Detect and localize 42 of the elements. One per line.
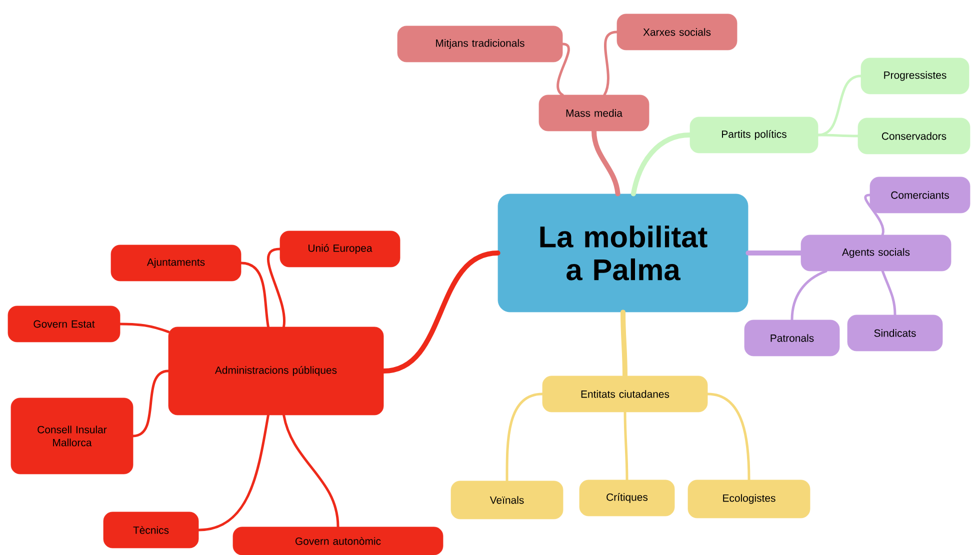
branch-line <box>620 310 628 378</box>
branch-line <box>282 414 340 528</box>
branch-line <box>603 30 618 96</box>
branch-box: Govern Estat <box>8 306 120 342</box>
branch-box: Partits polítics <box>690 116 818 154</box>
branch-box: Agents socials <box>800 234 952 272</box>
branch-line <box>790 270 828 322</box>
branch-box: Mass media <box>538 94 650 132</box>
branch-line <box>630 132 692 196</box>
branch-line <box>746 250 804 256</box>
branch-box: Patronals <box>744 320 840 356</box>
branch-box: Mitjans tradicionals <box>397 26 563 62</box>
branch-line <box>118 322 170 334</box>
branch-box: Consell Insular Mallorca <box>10 398 134 474</box>
branch-line <box>864 194 884 236</box>
topic-box: La mobilitat a Palma <box>498 194 748 312</box>
branch-line <box>197 414 270 532</box>
branch-line <box>624 410 628 482</box>
branch-box: Crítiques <box>579 480 675 516</box>
branch-box: Conservadors <box>858 118 970 154</box>
branch-line <box>132 370 170 438</box>
branch-line <box>381 250 500 374</box>
branch-line <box>240 262 270 328</box>
branch-line <box>267 248 286 328</box>
branch-box: Unió Europea <box>280 230 400 268</box>
branch-line <box>556 42 570 96</box>
branch-line <box>592 128 620 196</box>
branch-box: Xarxes socials <box>616 14 738 50</box>
branch-box: Tècnics <box>103 512 199 548</box>
branch-line <box>816 134 860 138</box>
branch-box: Ecologistes <box>688 480 810 518</box>
branch-box: Ajuntaments <box>110 244 242 282</box>
branch-box: Progressistes <box>860 58 970 94</box>
branch-box: Sindicats <box>847 314 943 352</box>
branch-line <box>506 392 544 482</box>
branch-line <box>881 270 896 316</box>
branch-box: Govern autonòmic <box>232 526 444 555</box>
branch-line <box>706 392 750 482</box>
branch-box: Veïnals <box>450 480 564 520</box>
branch-box: Entitats ciutadanes <box>542 376 708 412</box>
branch-box: Administracions públiques <box>168 326 384 416</box>
branch-box: Comerciants <box>870 176 970 214</box>
